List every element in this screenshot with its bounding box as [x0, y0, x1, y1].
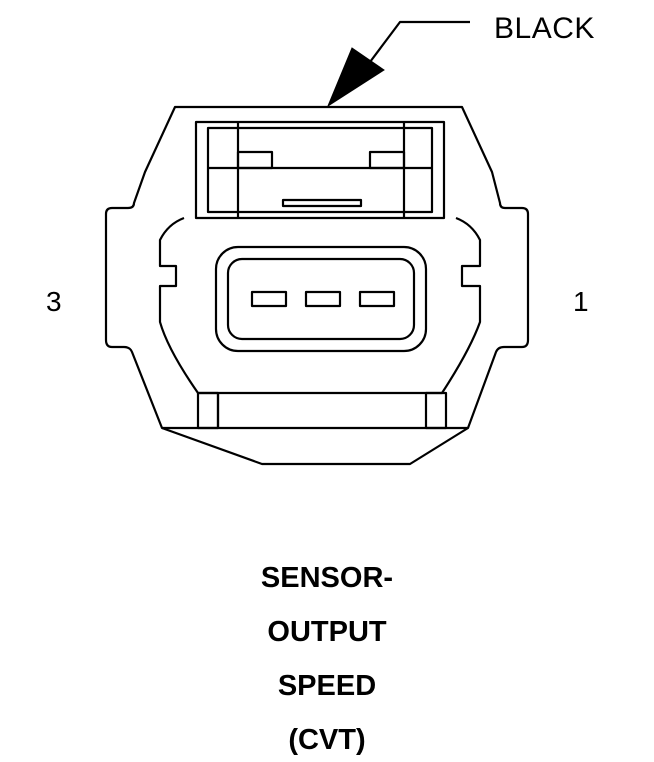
terminal-face-inner	[226, 257, 416, 341]
latch-inner	[206, 126, 434, 214]
wire-color-label: BLACK	[494, 12, 595, 45]
pin-3-label: 3	[46, 286, 62, 317]
latch-tab-right	[368, 150, 406, 170]
leader-arrowhead	[326, 47, 385, 108]
connector-housing-outline	[104, 105, 530, 466]
bottom-rail-left	[196, 391, 220, 430]
title-line-2: OUTPUT	[267, 616, 387, 648]
latch-ramp	[281, 198, 363, 208]
cavity-2	[304, 290, 342, 308]
terminal-face-outer	[214, 245, 428, 353]
bottom-rail-right	[424, 391, 448, 430]
cavity-3	[250, 290, 288, 308]
latch-tab-left	[236, 150, 274, 170]
leader-line	[369, 20, 470, 63]
pin-1-label: 1	[573, 286, 589, 317]
title-line-3: SPEED	[277, 670, 377, 702]
cavity-1	[358, 290, 396, 308]
latch-outer	[194, 120, 446, 220]
title-line-4: (CVT)	[288, 724, 366, 756]
title-line-1: SENSOR-	[260, 562, 394, 594]
